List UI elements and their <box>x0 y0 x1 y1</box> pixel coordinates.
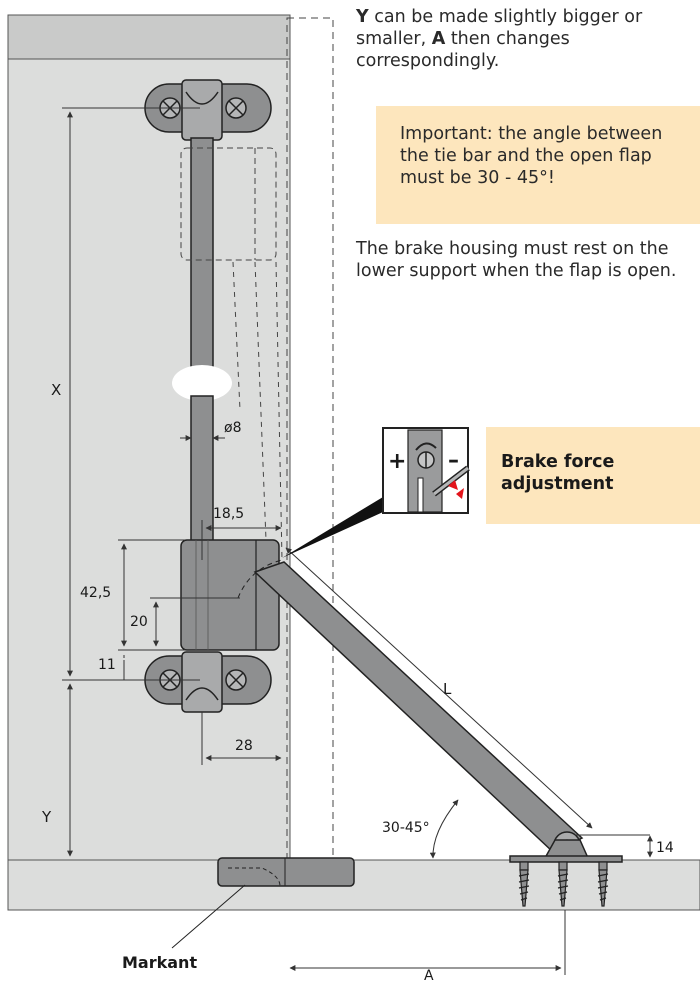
brake-force-text: Brake force adjustment <box>501 452 615 494</box>
brake-force-detail-inset <box>382 427 470 514</box>
dim-d8: ø8 <box>224 420 241 436</box>
detail-leader <box>282 497 383 558</box>
dim-28: 28 <box>235 738 253 754</box>
dim-20: 20 <box>130 614 148 630</box>
cabinet-side-panel <box>7 58 291 861</box>
markant-label: Markant <box>122 953 197 972</box>
y-note-mid: can be made slightly bigger or smaller, <box>356 7 643 49</box>
dimension-lines <box>62 107 653 975</box>
important-text: Important: the angle between the tie bar… <box>400 124 663 188</box>
screws <box>518 861 609 907</box>
dim-l: L <box>443 680 452 698</box>
detail-plus: + <box>388 449 406 474</box>
top-mounting-plate <box>144 79 272 141</box>
tie-bar-open <box>253 561 584 859</box>
bottom-panel <box>7 859 700 911</box>
brake-force-box: Brake force adjustment <box>486 427 700 524</box>
bottom-mounting-plate <box>144 651 272 713</box>
dim-y: Y <box>41 808 52 826</box>
y-note-end: then changes correspondingly. <box>356 29 570 71</box>
flap-dashed-outline <box>286 17 334 910</box>
y-note-bold-y: Y <box>356 7 369 27</box>
dim-x: X <box>51 381 61 399</box>
markant-fitting <box>217 857 355 887</box>
important-box: Important: the angle between the tie bar… <box>376 106 700 224</box>
y-note-bold-a: A <box>431 29 446 49</box>
cabinet-top-panel <box>7 14 291 60</box>
dim-14: 14 <box>656 840 674 856</box>
flap-bracket <box>509 839 623 863</box>
housing-dashed-position <box>180 147 277 261</box>
dim-42-5: 42,5 <box>80 585 111 601</box>
brake-housing-note: The brake housing must rest on the lower… <box>356 239 677 281</box>
brake-housing <box>180 539 283 651</box>
dim-a: A <box>424 968 434 981</box>
detail-minus: – <box>448 448 459 473</box>
dim-11: 11 <box>98 657 116 673</box>
y-note: Y can be made slightly bigger or smaller… <box>356 6 696 72</box>
dim-18-5: 18,5 <box>213 506 244 522</box>
dim-angle: 30-45° <box>382 820 430 836</box>
tie-rod-upper <box>190 137 214 369</box>
